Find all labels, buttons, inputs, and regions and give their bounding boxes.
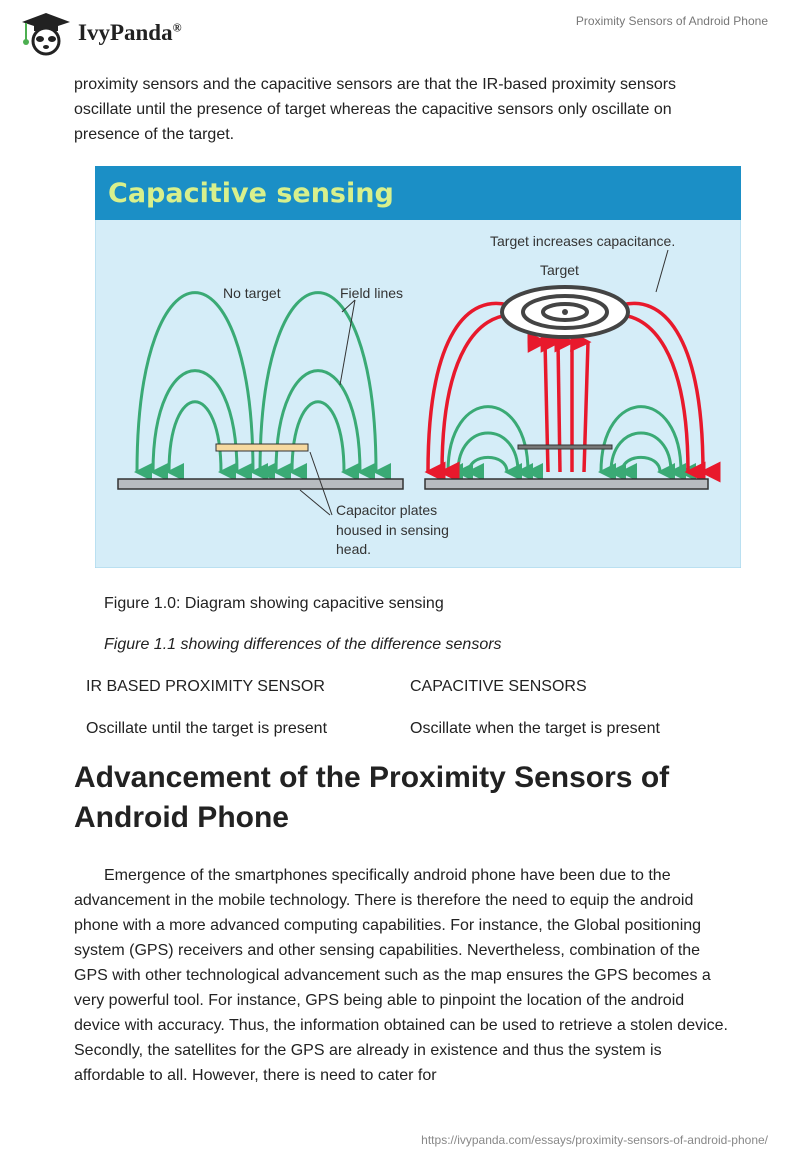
table-header-ir: IR BASED PROXIMITY SENSOR xyxy=(86,678,325,695)
section-heading: Advancement of the Proximity Sensors of … xyxy=(74,761,670,834)
field-line xyxy=(166,400,237,482)
red-field-line xyxy=(617,313,706,483)
field-line xyxy=(134,291,269,482)
field-line xyxy=(608,431,687,482)
ivypanda-logo[interactable]: IvyPanda® xyxy=(20,10,182,56)
sensing-plate-right xyxy=(517,444,613,450)
table-cell-capacitive: Oscillate when the target is present xyxy=(410,720,660,737)
red-field-line xyxy=(424,301,509,483)
diagram-title: Capacitive sensing xyxy=(108,178,394,209)
field-line xyxy=(455,431,534,482)
label-target: Target xyxy=(540,262,579,278)
red-field-line xyxy=(570,330,592,473)
page-header-title: Proximity Sensors of Android Phone xyxy=(575,14,768,28)
label-plates-2: housed in sensing xyxy=(336,522,449,538)
sensing-plate-left xyxy=(215,443,309,452)
red-field-line xyxy=(438,313,513,483)
footer-url[interactable]: https://ivypanda.com/essays/proximity-se… xyxy=(421,1133,768,1147)
label-no-target: No target xyxy=(223,285,281,301)
field-line xyxy=(598,405,697,482)
field-line xyxy=(445,405,544,482)
field-line xyxy=(289,400,360,482)
intro-paragraph: proximity sensors and the capacitive sen… xyxy=(74,76,677,143)
table-cell-ir: Oscillate until the target is present xyxy=(86,720,328,737)
capacitor-plate-right xyxy=(424,478,709,490)
table-caption: Figure 1.1 showing differences of the di… xyxy=(104,636,502,653)
field-line xyxy=(150,369,253,482)
panda-graduate-icon xyxy=(22,13,70,56)
field-line xyxy=(619,456,676,482)
diagram-header-band xyxy=(95,166,741,220)
section-paragraph: Emergence of the smartphones specificall… xyxy=(74,867,728,1084)
logo-text: IvyPanda® xyxy=(78,20,182,45)
red-field-line xyxy=(527,331,550,473)
table-header-capacitive: CAPACITIVE SENSORS xyxy=(410,678,587,695)
red-field-line xyxy=(540,331,562,473)
field-line xyxy=(466,456,523,482)
capacitive-sensing-diagram: Capacitive sensing No target Field lines… xyxy=(95,166,741,568)
field-line xyxy=(273,369,376,482)
label-target-increases: Target increases capacitance. xyxy=(490,233,675,249)
label-plates-1: Capacitor plates xyxy=(336,502,437,518)
label-field-lines: Field lines xyxy=(340,285,403,301)
figure-caption: Figure 1.0: Diagram showing capacitive s… xyxy=(104,595,444,612)
red-field-line xyxy=(621,301,721,483)
field-line xyxy=(257,291,392,482)
capacitor-plate-left xyxy=(117,478,404,490)
label-plates-3: head. xyxy=(336,541,371,557)
